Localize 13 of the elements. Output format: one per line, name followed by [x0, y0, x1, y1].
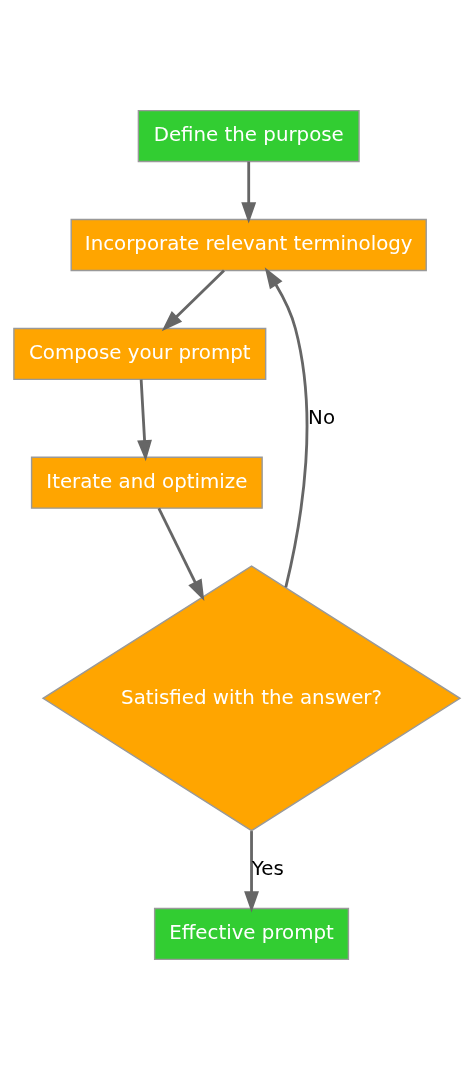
node-box: Iterate and optimize: [30, 456, 263, 509]
edge-label: No: [308, 405, 336, 429]
arrow: [241, 161, 257, 224]
node-box: Effective prompt: [153, 907, 350, 960]
arrow: [161, 269, 225, 331]
node-box: Compose your prompt: [13, 327, 267, 380]
node-box: Define the purpose: [137, 109, 360, 162]
arrow: [137, 379, 152, 461]
arrow: [157, 507, 205, 601]
node-box: Incorporate relevant terminology: [70, 218, 427, 271]
node-diamond: Satisfied with the answer?: [41, 564, 462, 831]
arrow: [244, 830, 259, 913]
arrow: [264, 266, 309, 588]
